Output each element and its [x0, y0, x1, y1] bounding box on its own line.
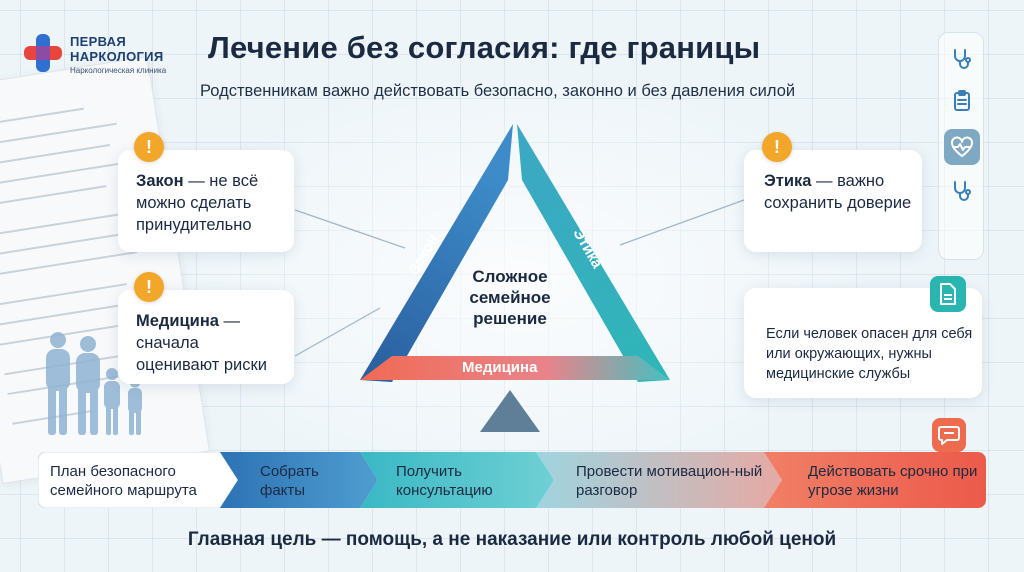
heart-pulse-icon[interactable]	[944, 129, 980, 165]
card-ethics-head: Этика	[764, 172, 812, 190]
document-icon	[930, 276, 966, 312]
card-ethics-text: Этика — важно сохранить доверие	[764, 170, 914, 214]
card-danger-text: Если человек опасен для себя или окружаю…	[766, 326, 973, 382]
process-step-1: План безопасного семейного маршрута	[50, 463, 197, 499]
clipboard-icon[interactable]	[944, 83, 980, 119]
footer-goal: Главная цель — помощь, а не наказание ил…	[187, 529, 837, 550]
side-toolbar	[938, 32, 984, 260]
card-medicine: Медицина — сначала оценивают риски	[118, 290, 294, 384]
warning-icon: !	[762, 132, 792, 162]
chat-icon	[932, 418, 966, 452]
brand-name: ПЕРВАЯ НАРКОЛОГИЯ	[70, 34, 164, 64]
process-step-4: Провести мотивацион-ный разговор	[576, 463, 763, 499]
card-law: Закон — не всё можно сделать принудитель…	[118, 150, 294, 252]
triangle-diagram	[360, 124, 670, 432]
card-medicine-head: Медицина	[136, 312, 219, 330]
warning-icon: !	[134, 132, 164, 162]
page-subtitle: Родственникам важно действовать безопасн…	[200, 82, 796, 100]
triangle-center-label: Сложное семейное решение	[469, 267, 551, 328]
card-law-text: Закон — не всё можно сделать принудитель…	[136, 170, 286, 236]
process-step-5: Действовать срочно при угрозе жизни	[808, 463, 978, 499]
triangle-side-medicine: Медицина	[462, 359, 538, 376]
brand-tagline: Наркологическая клиника	[70, 66, 167, 75]
family-silhouette-icon	[46, 332, 142, 435]
card-medicine-text: Медицина — сначала оценивают риски	[136, 310, 286, 376]
process-step-2: Собрать факты	[260, 463, 319, 499]
stethoscope-icon[interactable]	[944, 173, 980, 209]
card-law-head: Закон	[136, 172, 184, 190]
clinic-logo: ПЕРВАЯ НАРКОЛОГИЯ Наркологическая клиник…	[22, 30, 192, 80]
process-step-3: Получить консультацию	[396, 463, 493, 499]
card-law-rest: — не всё можно сделать принудительно	[136, 172, 259, 234]
medical-cross-icon	[24, 34, 62, 72]
card-ethics: Этика — важно сохранить доверие	[744, 150, 922, 252]
stethoscope-icon[interactable]	[944, 41, 980, 77]
card-medicine-rest: — сначала оценивают риски	[136, 312, 267, 374]
page-title: Лечение без согласия: где границы	[208, 30, 761, 65]
process-bar	[38, 452, 986, 508]
card-ethics-rest: — важно сохранить доверие	[764, 172, 912, 212]
warning-icon: !	[134, 272, 164, 302]
